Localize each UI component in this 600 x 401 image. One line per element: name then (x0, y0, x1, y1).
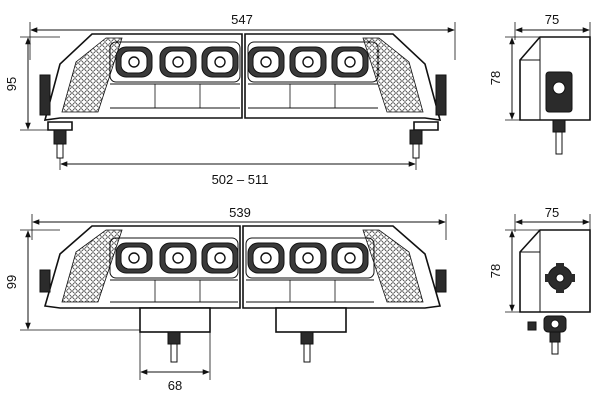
bottom-height-label: 99 (4, 275, 19, 289)
top-led-emitter-6 (344, 56, 356, 68)
top-side-height-label: 78 (488, 71, 503, 85)
bottom-led-group (115, 242, 369, 274)
bottom-lightbar-body (43, 225, 442, 309)
bottom-led-emitter-2 (172, 252, 184, 264)
rotation-knob (545, 263, 575, 293)
bottom-led-emitter-6 (344, 252, 356, 264)
bottom-mount-label: 68 (168, 378, 182, 393)
top-led-emitter-3 (214, 56, 226, 68)
bottom-side-width-dimension: 75 (514, 205, 591, 232)
top-led-emitter-5 (302, 56, 314, 68)
bottom-side-height-label: 78 (488, 264, 503, 278)
bottom-width-dimension: 539 (31, 205, 447, 240)
bottom-width-label: 539 (229, 205, 251, 220)
top-led-emitter-1 (128, 56, 140, 68)
top-mount-brackets (39, 74, 447, 159)
top-height-label: 95 (4, 77, 19, 91)
top-side-width-label: 75 (545, 12, 559, 27)
bottom-mount-dimension: 68 (139, 332, 211, 393)
top-width-dimension: 547 (29, 12, 456, 60)
bottom-led-emitter-1 (128, 252, 140, 264)
top-lightbar-body (43, 33, 442, 121)
bottom-mount-brackets (39, 269, 447, 363)
bottom-front-view: 539 99 (4, 205, 447, 393)
top-width-label: 547 (231, 12, 253, 27)
bottom-led-emitter-3 (214, 252, 226, 264)
bottom-led-emitter-5 (302, 252, 314, 264)
top-led-emitter-4 (260, 56, 272, 68)
top-mount-dimension: 502 – 511 (59, 158, 417, 187)
top-led-emitter-2 (172, 56, 184, 68)
bottom-led-emitter-4 (260, 252, 272, 264)
bottom-height-dimension: 99 (4, 229, 140, 331)
bottom-side-view: 75 78 (488, 205, 591, 355)
top-height-dimension: 95 (4, 36, 60, 131)
bottom-side-width-label: 75 (545, 205, 559, 220)
top-front-view: 547 95 (4, 12, 456, 187)
top-side-view: 75 78 (488, 12, 591, 155)
top-mount-label: 502 – 511 (212, 172, 269, 187)
top-side-width-dimension: 75 (514, 12, 591, 40)
top-led-group (115, 46, 369, 78)
